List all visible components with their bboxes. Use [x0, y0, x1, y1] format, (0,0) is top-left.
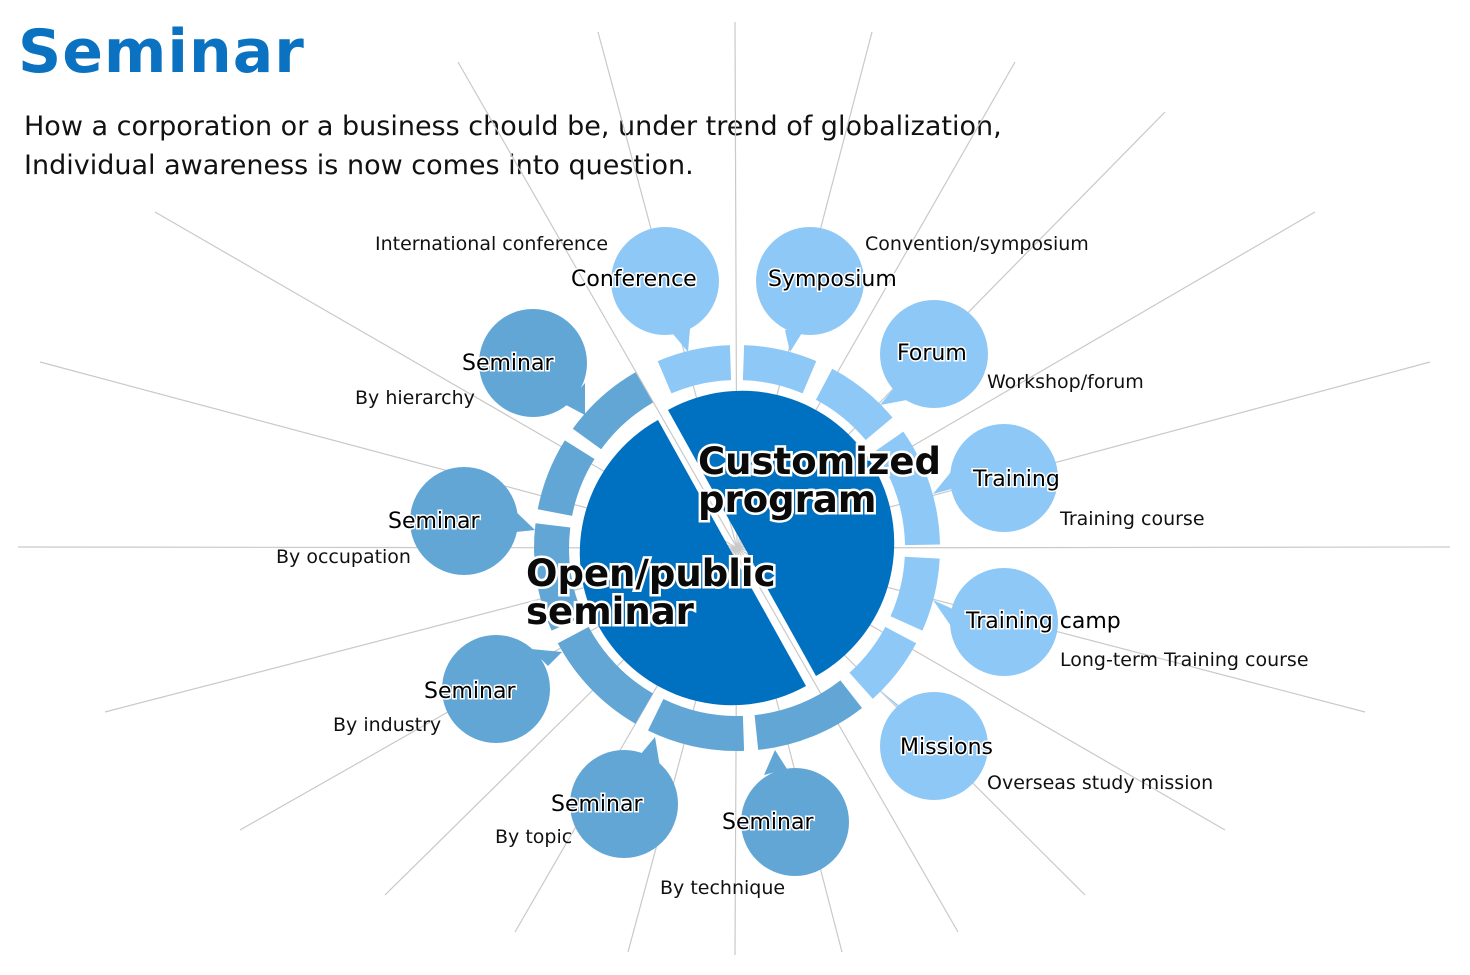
bubble-label-seminar-occupation: Seminar: [388, 509, 480, 534]
bubble-seminar-topic: [570, 737, 678, 858]
bubble-label-symposium: Symposium: [768, 267, 897, 292]
open-label-2: seminar: [526, 590, 695, 633]
bubble-label-training: Training: [972, 467, 1060, 492]
bubble-tail: [531, 649, 562, 666]
bubble-seminar-industry: [442, 635, 562, 743]
bubble-tail: [880, 387, 912, 405]
ring-segment: [537, 440, 595, 516]
bubble-label-training-camp: Training camp: [965, 609, 1121, 634]
center-circle: [579, 390, 895, 706]
ring-segment: [890, 556, 940, 631]
sublabel-by-technique: By technique: [660, 877, 785, 899]
bubble-label-conference: Conference: [571, 267, 697, 292]
bubble-tail: [933, 467, 955, 494]
bubble-circle: [741, 768, 849, 876]
bubble-tail: [785, 325, 807, 352]
bubble-label-seminar-technique: Seminar: [722, 810, 814, 835]
bubble-conference: [611, 227, 719, 352]
ring-segment: [874, 431, 940, 546]
sublabel-overseas-study-mission: Overseas study mission: [987, 772, 1213, 794]
bubble-seminar-occupation: [410, 467, 535, 575]
bubble-label-seminar-hierarchy: Seminar: [462, 351, 554, 376]
bubble-forum: [880, 300, 988, 408]
bubble-tail: [933, 600, 955, 632]
bubble-circle: [880, 692, 988, 800]
ring-segment: [572, 372, 653, 450]
bubble-label-seminar-industry: Seminar: [424, 679, 516, 704]
ring-segment: [849, 626, 917, 699]
sublabel-by-hierarchy: By hierarchy: [355, 387, 475, 409]
sublabel-international-conference: International conference: [375, 233, 608, 255]
bubble-training-camp: [933, 568, 1058, 676]
ring-segment: [754, 680, 862, 750]
bubble-seminar-technique: [741, 750, 849, 876]
customized-label-2: program: [698, 478, 876, 521]
bubble-circle: [570, 750, 678, 858]
sublabel-training-course: Training course: [1059, 508, 1205, 530]
ring-segment: [742, 345, 817, 394]
subtitle-line-2: Individual awareness is now comes into q…: [24, 150, 694, 181]
bubble-training: [933, 424, 1058, 532]
sublabel-by-topic: By topic: [495, 826, 572, 848]
bubble-tail: [668, 328, 690, 352]
open-half: [579, 420, 806, 706]
background-ray: [736, 547, 959, 933]
bubble-label-seminar-topic: Seminar: [551, 792, 643, 817]
bubble-tail: [764, 750, 787, 775]
background-ray: [457, 61, 738, 549]
ring-segment: [657, 345, 732, 394]
bubble-label-missions: Missions: [900, 735, 993, 760]
subtitle-line-1: How a corporation or a business chould b…: [24, 111, 1002, 142]
bubbles: [410, 227, 1058, 876]
bubble-circle: [410, 467, 518, 575]
bubble-circle: [950, 424, 1058, 532]
page-title: Seminar: [18, 17, 305, 87]
bubble-tail: [640, 737, 660, 767]
bubble-tail: [566, 383, 585, 415]
customized-half: [668, 390, 895, 676]
ring-segment: [534, 523, 584, 631]
customized-label-1: Customized: [698, 440, 941, 483]
sublabel-by-occupation: By occupation: [276, 546, 411, 568]
bubble-symposium: [756, 227, 864, 352]
segment-ring: [534, 345, 940, 752]
bubble-missions: [880, 690, 988, 800]
bubble-tail: [512, 508, 535, 532]
bubble-tail: [880, 690, 914, 718]
bubble-circle: [880, 300, 988, 408]
bubble-circle: [950, 568, 1058, 676]
bubble-circle: [756, 227, 864, 335]
sublabel-by-industry: By industry: [333, 714, 441, 736]
ring-segment: [648, 699, 745, 752]
bubble-circle: [442, 635, 550, 743]
sublabel-long-term-training: Long-term Training course: [1060, 649, 1309, 671]
bubble-circle: [611, 227, 719, 335]
ring-segment: [815, 368, 893, 440]
bubble-seminar-hierarchy: [479, 309, 587, 417]
bubble-circle: [479, 309, 587, 417]
ring-segment: [557, 626, 653, 724]
sublabel-workshop-forum: Workshop/forum: [987, 371, 1144, 393]
bubble-label-forum: Forum: [897, 341, 967, 366]
open-label-1: Open/public: [526, 552, 776, 595]
sublabel-convention-symposium: Convention/symposium: [865, 233, 1089, 255]
